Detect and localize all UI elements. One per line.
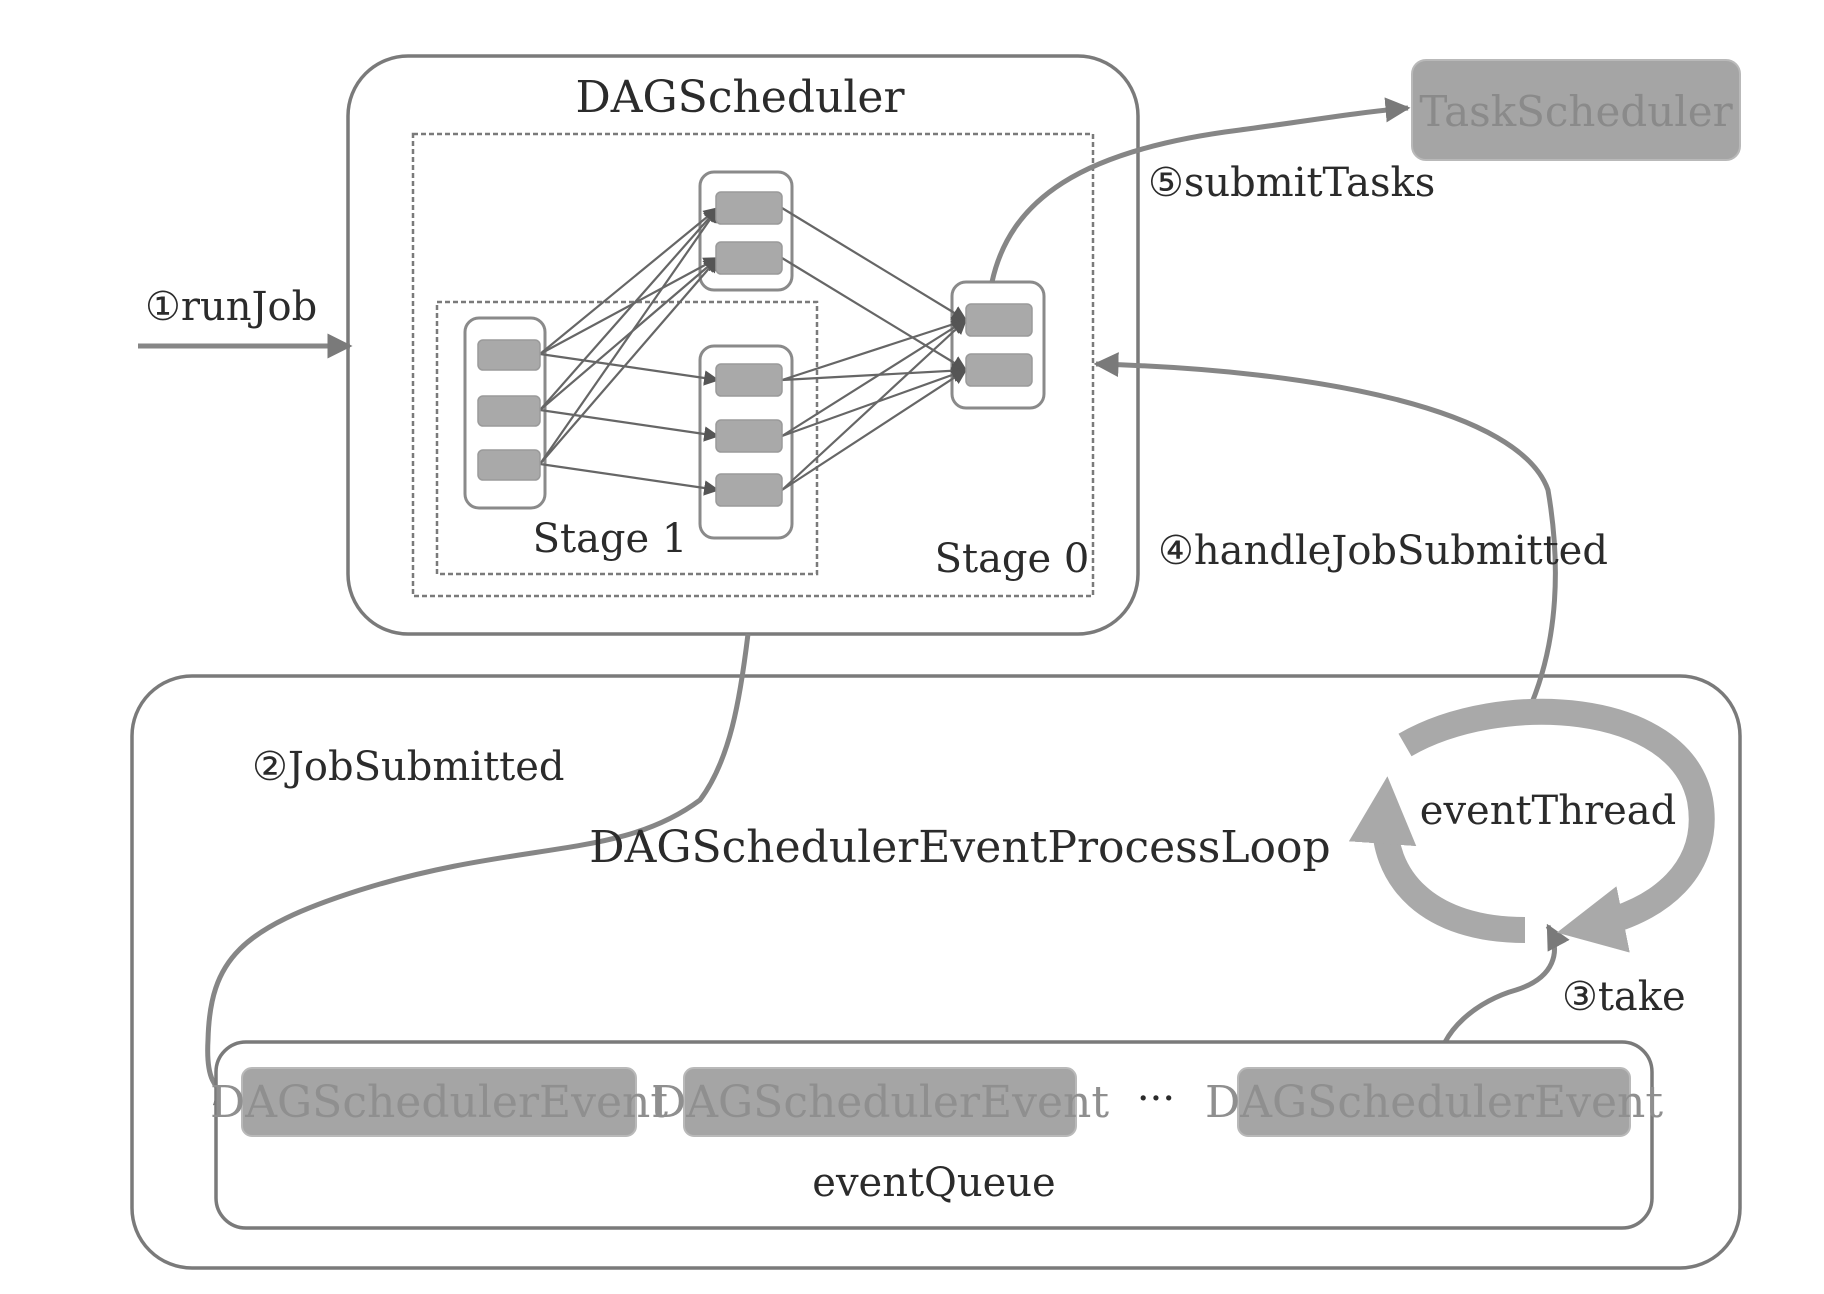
event-box-2 — [683, 1067, 1077, 1137]
task-scheduler-box — [1411, 59, 1741, 161]
stage-0-label: Stage 0 — [935, 536, 1090, 582]
task-scheduler-label: TaskScheduler — [1419, 87, 1733, 136]
event-box-1 — [241, 1067, 637, 1137]
dag-scheduler-title: DAGScheduler — [575, 72, 905, 123]
stage-1-label: Stage 1 — [533, 516, 688, 562]
event-process-loop-title: DAGSchedulerEventProcessLoop — [589, 822, 1330, 873]
handle-job-submitted-arrow — [1093, 352, 1558, 714]
partitions — [477, 191, 1033, 507]
event-label-3: DAGSchedulerEvent — [1205, 1077, 1663, 1128]
event-thread-cycle-icon — [1348, 698, 1715, 953]
step-run-job: ①runJob — [145, 284, 317, 330]
stage-1-box — [435, 300, 819, 576]
job-submitted-arrow — [205, 633, 751, 1106]
event-box-3 — [1237, 1067, 1631, 1137]
event-thread-label: eventThread — [1420, 788, 1676, 834]
take-arrow — [1435, 923, 1570, 1071]
dependency-edges — [539, 206, 968, 496]
step-submit-tasks: ⑤submitTasks — [1148, 160, 1435, 206]
rdd-stage0-final — [950, 280, 1046, 410]
stage-0-box — [411, 132, 1095, 598]
step-handle-job-submitted: ④handleJobSubmitted — [1158, 528, 1608, 574]
event-label-2: DAGSchedulerEvent — [651, 1077, 1109, 1128]
event-queue-label: eventQueue — [812, 1160, 1055, 1206]
event-label-1: DAGSchedulerEvent — [210, 1077, 668, 1128]
event-ellipsis: ··· — [1137, 1076, 1175, 1122]
submit-tasks-arrow — [989, 97, 1411, 283]
step-job-submitted: ②JobSubmitted — [252, 744, 565, 790]
step-take: ③take — [1562, 974, 1686, 1020]
